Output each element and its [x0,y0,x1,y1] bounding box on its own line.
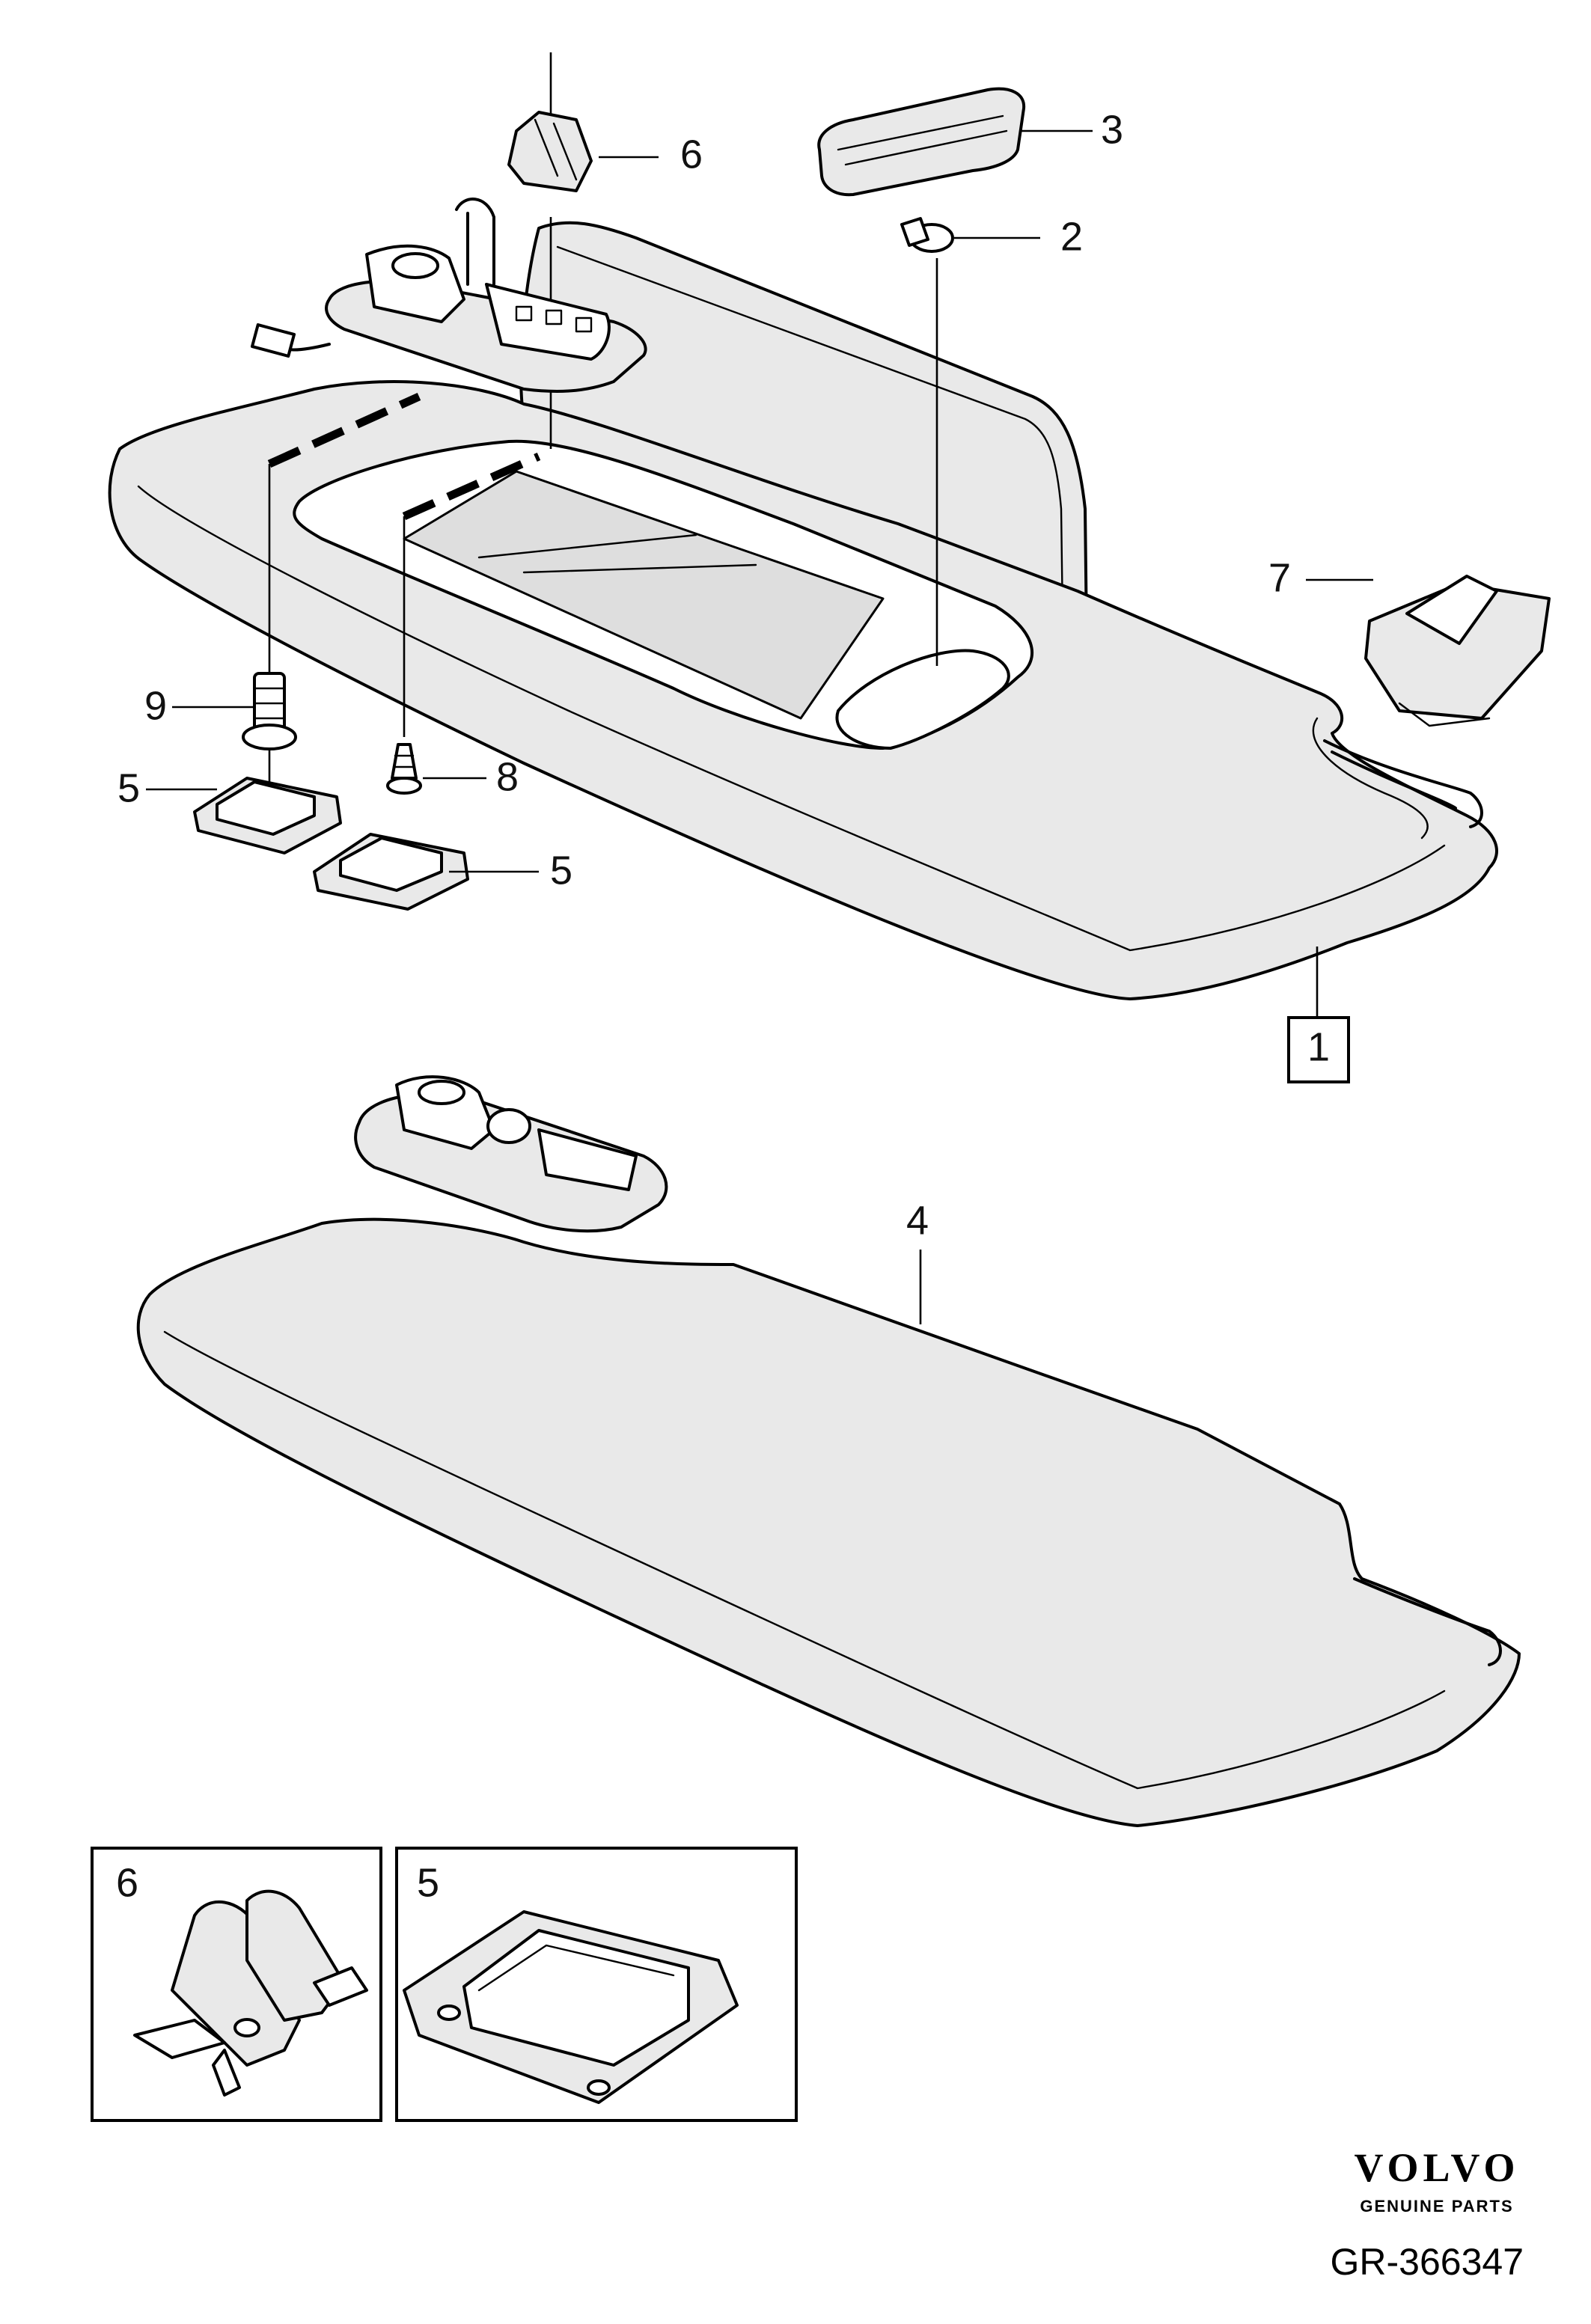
detail-label-5: 5 [417,1860,439,1905]
brand-name: VOLVO [1355,2145,1520,2190]
sun-visor-with-mirror [108,221,1498,1000]
callout-4: 4 [906,1198,929,1243]
callout-labels: 1 2 3 4 5 5 6 7 8 9 6 5 [116,107,1350,1905]
lamp-lens-part-3 [817,87,1093,197]
screw-part-8 [386,743,486,795]
diagram-reference: GR-366347 [1331,2241,1524,2283]
callout-2: 2 [1060,214,1083,259]
detail-label-6: 6 [116,1860,138,1905]
assembly-guide-lines [268,52,938,793]
callout-9: 9 [144,683,167,728]
callout-3: 3 [1101,107,1123,152]
visor-mounting-bracket [250,198,647,393]
brand-tagline: GENUINE PARTS [1360,2197,1513,2216]
callout-6: 6 [680,132,703,177]
clip-part-6 [507,111,659,192]
callout-8: 8 [496,754,519,799]
volvo-logo: VOLVO GENUINE PARTS [1355,2145,1520,2216]
callout-1: 1 [1307,1024,1330,1069]
screw-part-9 [172,672,297,750]
detail-box-clip-6 [91,1847,382,2122]
callout-5b: 5 [550,848,572,893]
callout-5a: 5 [117,765,140,810]
callout-1-box [1287,1016,1350,1083]
sun-visor-without-mirror [136,1075,1521,1827]
cover-part-5-left [146,777,342,854]
cover-part-5-right [313,833,539,911]
detail-box-cover-5 [395,1847,798,2122]
callout-7: 7 [1268,555,1291,600]
bulb-part-2 [900,217,1040,253]
clip-part-7 [1306,575,1551,727]
